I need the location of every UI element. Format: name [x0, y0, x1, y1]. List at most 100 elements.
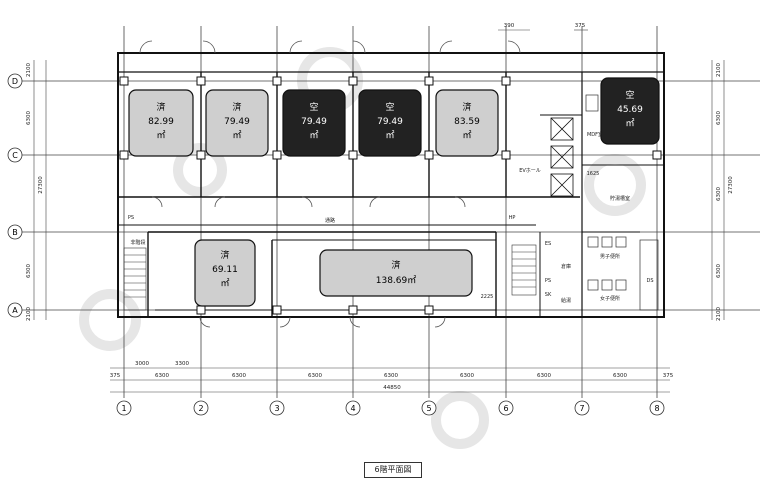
- unit-4-unit: ㎡: [385, 130, 394, 141]
- bottom-dim-1: 375: [110, 373, 121, 379]
- floor-plan-caption: 6階平面図: [364, 462, 422, 478]
- left-dim-1: 2100: [26, 63, 32, 77]
- col-label-4: 4: [350, 404, 355, 413]
- row-label-D: D: [12, 77, 18, 86]
- dim-2225-label: 2225: [481, 294, 494, 300]
- col-label-2: 2: [198, 404, 203, 413]
- col-label-7: 7: [579, 404, 584, 413]
- unit-6-unit: ㎡: [625, 118, 634, 129]
- bottom-dim-7: 6300: [537, 373, 551, 379]
- toilet-fixtures: [585, 94, 659, 311]
- unit-2-unit: ㎡: [232, 130, 241, 141]
- col-label-6: 6: [503, 404, 508, 413]
- left-dim-5: 2100: [26, 307, 32, 321]
- right-dim-4: 27300: [728, 176, 734, 194]
- dimension-lines: [33, 29, 725, 393]
- dimension-labels: 390 375 3000 3300 375 6300 6300 6300 630…: [26, 23, 734, 391]
- right-dim-3: 6300: [716, 187, 722, 201]
- bottom-dim-2: 6300: [155, 373, 169, 379]
- stairs-label: 非階段: [130, 239, 145, 246]
- bottom-dim-6: 6300: [460, 373, 474, 379]
- unit-box-4[interactable]: [358, 89, 422, 157]
- col-label-5: 5: [426, 404, 431, 413]
- column-markers: 1 2 3 4 5 6 7 8: [116, 400, 665, 416]
- unit-boxes: [128, 77, 660, 307]
- right-dim-2: 6300: [716, 111, 722, 125]
- ds-label: DS: [646, 278, 653, 284]
- row-label-A: A: [12, 306, 18, 315]
- structural-columns: [119, 76, 662, 315]
- unit-7-area: 69.11: [212, 265, 238, 275]
- unit-8-status: 済: [391, 259, 400, 271]
- bottom-sub-dim-1: 3000: [135, 361, 149, 367]
- left-dim-4: 6300: [26, 264, 32, 278]
- total-dim: 44850: [383, 385, 401, 391]
- hp-label: HP: [509, 215, 516, 221]
- unit-7-status: 済: [220, 249, 229, 261]
- unit-5-unit: ㎡: [462, 130, 471, 141]
- unit-2-area: 79.49: [224, 117, 250, 127]
- bottom-dim-8: 6300: [613, 373, 627, 379]
- col-label-1: 1: [121, 404, 126, 413]
- ev-hall-label: EVホール: [519, 168, 541, 174]
- unit-7-unit: ㎡: [220, 278, 229, 289]
- unit-3-status: 空: [309, 101, 318, 113]
- top-dim-1: 390: [504, 23, 515, 29]
- unit-1-status: 済: [156, 101, 165, 113]
- dim-1625-label: 1625: [587, 171, 600, 177]
- bottom-dim-9: 375: [663, 373, 674, 379]
- row-label-B: B: [12, 228, 18, 237]
- unit-1-unit: ㎡: [156, 130, 165, 141]
- unit-4-status: 空: [385, 101, 394, 113]
- col-label-8: 8: [654, 404, 659, 413]
- bottom-dim-5: 6300: [384, 373, 398, 379]
- unit-labels: 済 82.99 ㎡ 済 79.49 ㎡ 空 79.49 ㎡ 空 79.49 ㎡ …: [148, 89, 643, 289]
- kyukei-label: 給湯: [561, 297, 571, 304]
- walls: [117, 52, 665, 318]
- right-dim-1: 2100: [716, 63, 722, 77]
- unit-5-status: 済: [462, 101, 471, 113]
- col-label-3: 3: [274, 404, 279, 413]
- row-label-C: C: [12, 151, 18, 160]
- unit-1-area: 82.99: [148, 117, 174, 127]
- unit-8-area: 138.69㎡: [376, 275, 417, 286]
- unit-6-status: 空: [625, 89, 634, 101]
- room-labels: 通路 EVホール PS HP 非階段 ES PS SK MDF室 倉庫 貯湯槽室…: [128, 131, 654, 304]
- ps-label-left: PS: [128, 215, 134, 221]
- unit-3-unit: ㎡: [309, 130, 318, 141]
- top-dim-2: 375: [575, 23, 586, 29]
- unit-2-status: 済: [232, 101, 241, 113]
- ps-label-right: PS: [545, 278, 551, 284]
- doors: [139, 40, 521, 328]
- water-room-label: 貯湯槽室: [610, 195, 630, 202]
- right-dim-5: 6300: [716, 264, 722, 278]
- right-dim-6: 2100: [716, 307, 722, 321]
- mdf-label: MDF室: [587, 131, 603, 138]
- es-label: ES: [545, 241, 551, 247]
- unit-box-7[interactable]: [194, 239, 256, 307]
- unit-box-3[interactable]: [282, 89, 346, 157]
- sk-label: SK: [545, 292, 552, 298]
- bottom-sub-dim-2: 3300: [175, 361, 189, 367]
- row-markers: D C B A: [7, 73, 23, 318]
- storage-label: 倉庫: [561, 263, 571, 270]
- bottom-dim-3: 6300: [232, 373, 246, 379]
- bottom-dim-4: 6300: [308, 373, 322, 379]
- left-dim-3: 27300: [38, 176, 44, 194]
- unit-5-area: 83.59: [454, 117, 480, 127]
- men-wc-label: 男子便所: [600, 253, 620, 260]
- stairs: [123, 244, 537, 311]
- unit-box-6[interactable]: [600, 77, 660, 145]
- women-wc-label: 女子便所: [600, 295, 620, 302]
- unit-box-1[interactable]: [128, 89, 194, 157]
- unit-3-area: 79.49: [301, 117, 327, 127]
- unit-box-2[interactable]: [205, 89, 269, 157]
- unit-box-5[interactable]: [435, 89, 499, 157]
- unit-6-area: 45.69: [617, 105, 643, 115]
- corridor-label: 通路: [325, 217, 335, 224]
- unit-4-area: 79.49: [377, 117, 403, 127]
- unit-box-8[interactable]: [319, 249, 473, 297]
- left-dim-2: 6300: [26, 111, 32, 125]
- elevators: [550, 117, 574, 197]
